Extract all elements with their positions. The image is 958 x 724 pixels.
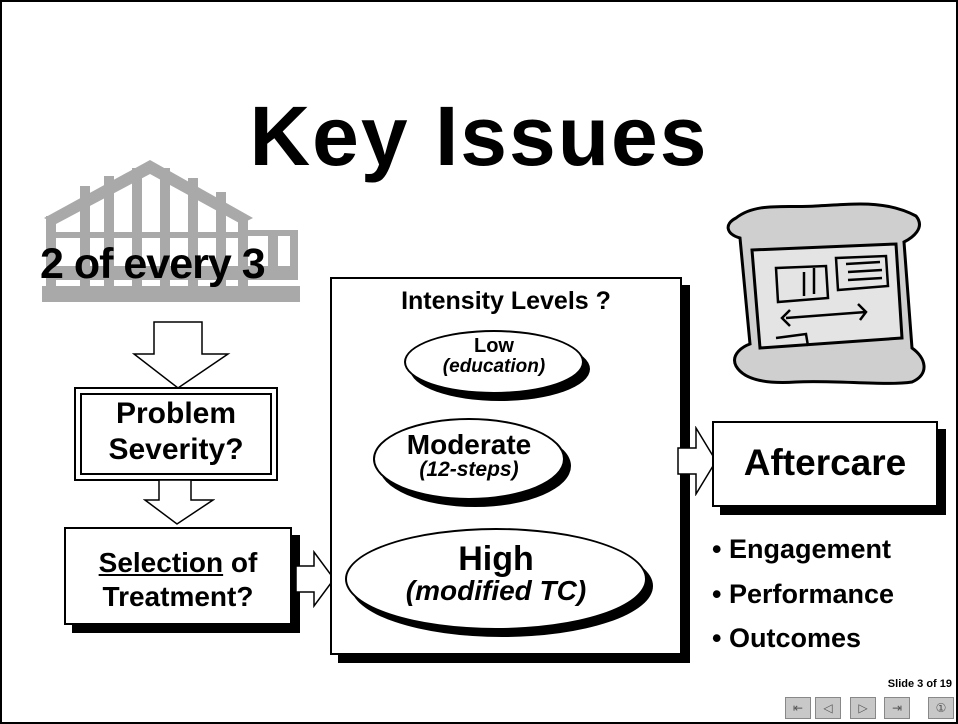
selection-of-word: of	[223, 547, 258, 578]
problem-severity-line2: Severity?	[108, 433, 244, 466]
down-arrow-icon	[132, 321, 231, 389]
level-low-ellipse: Low (education)	[404, 330, 584, 394]
building-clipart-icon	[42, 160, 300, 302]
bullet-engagement: • Engagement	[712, 534, 891, 564]
first-slide-button[interactable]: ⇤	[785, 697, 811, 719]
right-arrow-icon	[677, 426, 717, 496]
level-high-name: High	[458, 540, 534, 578]
aftercare-box: Aftercare	[712, 421, 938, 507]
level-moderate-detail: (12-steps)	[419, 458, 519, 481]
last-slide-button[interactable]: ⇥	[884, 697, 910, 719]
selection-line1: Selection of	[66, 547, 290, 579]
down-arrow-icon	[143, 479, 215, 525]
slide-title: Key Issues	[249, 89, 709, 183]
level-low-name: Low	[474, 335, 514, 357]
aftercare-label: Aftercare	[743, 442, 907, 483]
level-high-detail: (modified TC)	[405, 575, 587, 606]
problem-severity-line1: Problem	[115, 397, 237, 430]
problem-severity-box: Problem Severity?	[74, 387, 278, 481]
slide-info-button[interactable]: ①	[928, 697, 954, 719]
selection-line2: Treatment?	[102, 581, 254, 612]
selection-treatment-box: Selection of Treatment?	[64, 527, 292, 625]
level-moderate-name: Moderate	[406, 429, 532, 460]
selection-word: Selection	[98, 547, 224, 578]
right-arrow-icon	[295, 550, 335, 608]
level-moderate-ellipse: Moderate (12-steps)	[373, 418, 565, 500]
bullet-performance: • Performance	[712, 579, 895, 609]
bullet-outcomes: • Outcomes	[712, 623, 861, 653]
level-low-detail: (education)	[442, 356, 546, 377]
blueprint-scroll-icon	[726, 202, 926, 385]
previous-slide-button[interactable]: ◁	[815, 697, 841, 719]
next-slide-button[interactable]: ▷	[850, 697, 876, 719]
stat-text: 2 of every 3	[40, 240, 266, 288]
slide-counter: Slide 3 of 19	[887, 678, 952, 690]
intensity-title: Intensity Levels ?	[401, 287, 611, 315]
level-high-ellipse: High (modified TC)	[345, 528, 647, 630]
